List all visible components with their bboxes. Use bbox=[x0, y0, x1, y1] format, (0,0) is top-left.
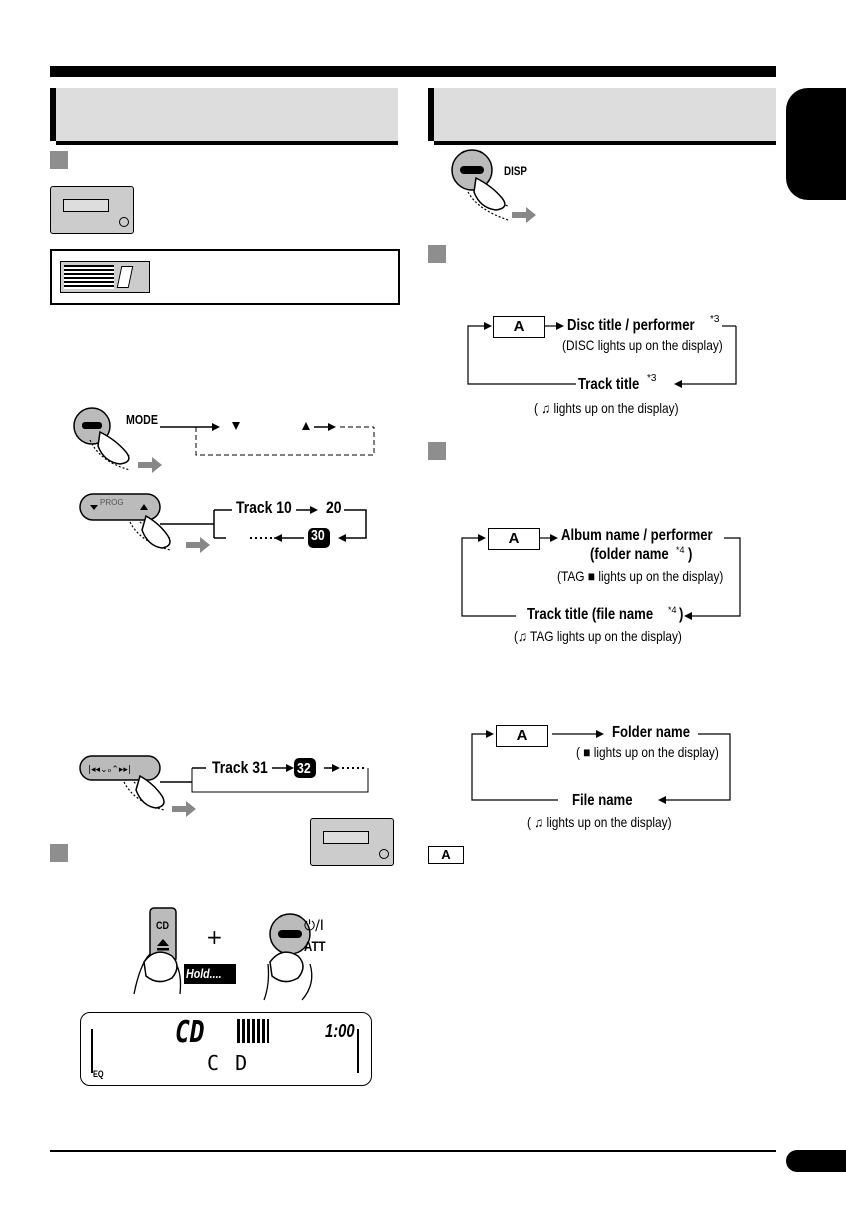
tag-line1b-note: *4 bbox=[676, 545, 685, 555]
cd-line2-note: *3 bbox=[647, 373, 657, 384]
track-32-label: 32 bbox=[297, 760, 311, 777]
skip-diagram: |◂◂⌄ₒ⌃▸▸| bbox=[79, 755, 369, 817]
page-number-tab bbox=[786, 1150, 846, 1172]
tag-line1b: (folder name bbox=[590, 546, 669, 563]
tag-line1b-close: ) bbox=[688, 546, 693, 563]
file-flow bbox=[471, 730, 731, 804]
cd-line1-note: *3 bbox=[710, 314, 720, 325]
tag-flow bbox=[461, 534, 741, 620]
mode-label: MODE bbox=[126, 412, 158, 427]
bottom-rule bbox=[50, 1150, 776, 1152]
key-a-2: A bbox=[488, 528, 540, 550]
lcd-time: 1:00 bbox=[325, 1021, 355, 1041]
file-line2: File name bbox=[572, 792, 633, 809]
cd-text-flow bbox=[467, 322, 737, 388]
unit-icon-2 bbox=[310, 818, 394, 866]
step-marker-4 bbox=[428, 442, 446, 460]
power-label: ⏻/I bbox=[304, 918, 324, 934]
file-line1: Folder name bbox=[612, 724, 691, 741]
key-a-legend: A bbox=[428, 846, 464, 864]
note-box bbox=[50, 249, 400, 305]
step-marker-2 bbox=[50, 844, 68, 862]
cd-line1-sub: (DISC lights up on the display) bbox=[562, 337, 723, 353]
lcd-bars bbox=[237, 1019, 269, 1043]
step-marker-1 bbox=[50, 151, 68, 169]
cd-line2: Track title bbox=[578, 376, 640, 393]
att-label: ATT bbox=[304, 938, 326, 954]
track-10-label: Track 10 bbox=[236, 498, 292, 517]
track-20-label: 20 bbox=[326, 498, 342, 517]
eject-label: CD bbox=[156, 920, 170, 932]
unit-icon bbox=[50, 186, 134, 234]
tag-line2-note: *4 bbox=[668, 605, 677, 615]
language-tab bbox=[786, 88, 846, 200]
tag-line2-sub: (♫ TAG lights up on the display) bbox=[514, 628, 682, 644]
lcd-eq: EQ bbox=[93, 1069, 104, 1079]
svg-text:|◂◂⌄ₒ⌃▸▸|: |◂◂⌄ₒ⌃▸▸| bbox=[88, 765, 131, 775]
lcd-display: CD 1:00 C D EQ bbox=[80, 1012, 372, 1086]
tag-line1: Album name / performer bbox=[561, 527, 713, 544]
track-31-label: Track 31 bbox=[212, 758, 268, 777]
key-a-1: A bbox=[493, 316, 545, 338]
disp-button bbox=[451, 149, 536, 223]
lcd-sub-text: C D bbox=[207, 1051, 250, 1075]
left-section-heading bbox=[50, 88, 398, 145]
tag-line1-sub: (TAG ■ lights up on the display) bbox=[557, 568, 724, 584]
file-line1-sub: ( ■ lights up on the display) bbox=[576, 744, 719, 760]
cd-line2-sub: ( ♫ lights up on the display) bbox=[534, 400, 679, 416]
file-line2-sub: ( ♫ lights up on the display) bbox=[527, 814, 672, 830]
tag-line2-close: ) bbox=[679, 606, 684, 623]
mode-diagram bbox=[73, 407, 375, 473]
track-30-label: 30 bbox=[311, 527, 325, 544]
right-section-heading bbox=[428, 88, 776, 145]
disc-slot-icon bbox=[60, 261, 150, 293]
lcd-main-text: CD bbox=[175, 1015, 205, 1050]
cd-line1: Disc title / performer bbox=[567, 317, 695, 334]
key-a-3: A bbox=[496, 725, 548, 747]
reset-buttons: + bbox=[133, 907, 313, 1001]
tag-line2: Track title (file name bbox=[527, 606, 654, 623]
header-bar bbox=[50, 66, 776, 77]
prog-diagram bbox=[79, 493, 367, 553]
hold-label: Hold.... bbox=[186, 966, 222, 981]
step-marker-3 bbox=[428, 245, 446, 263]
prog-label: PROG bbox=[100, 498, 124, 507]
svg-text:+: + bbox=[206, 925, 223, 949]
disp-label: DISP bbox=[504, 164, 527, 178]
